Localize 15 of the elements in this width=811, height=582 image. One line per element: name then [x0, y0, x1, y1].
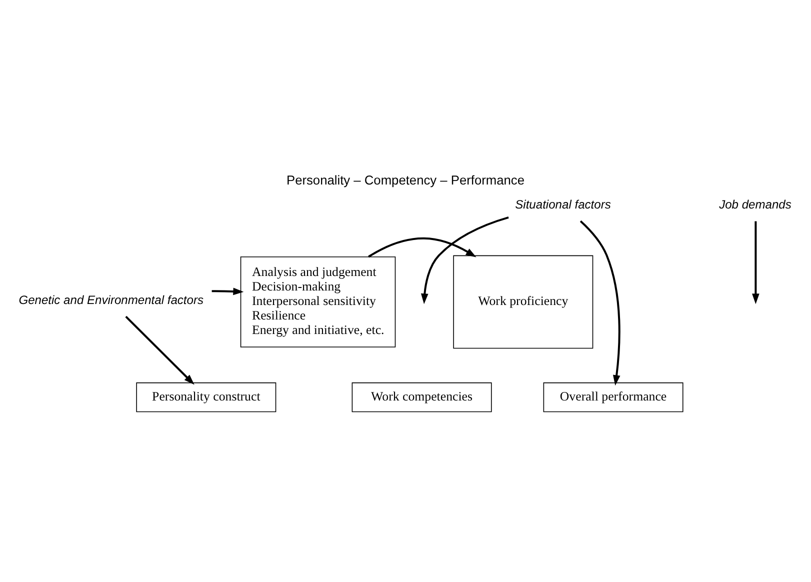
node-box: Work proficiency	[453, 254, 594, 348]
node-text: Genetic and Environmental factors	[18, 292, 204, 306]
arrow	[125, 315, 194, 384]
node-box: Analysis and judgement Decision-making Interpersonal sensitivity Resilience Energy and initiative, etc.	[240, 256, 396, 347]
node-box: Work competencies	[352, 382, 492, 412]
arrow	[420, 216, 509, 304]
node-box: Personality construct	[136, 382, 276, 412]
diagram-title: Personality – Competency – Performance	[286, 172, 525, 188]
node-text: Situational factors	[515, 197, 611, 212]
node-box: Overall performance	[543, 382, 684, 412]
arrow	[580, 220, 620, 386]
arrow	[212, 287, 244, 295]
arrow	[368, 236, 476, 258]
node-text: Job demands	[719, 197, 792, 212]
arrow	[752, 220, 760, 304]
